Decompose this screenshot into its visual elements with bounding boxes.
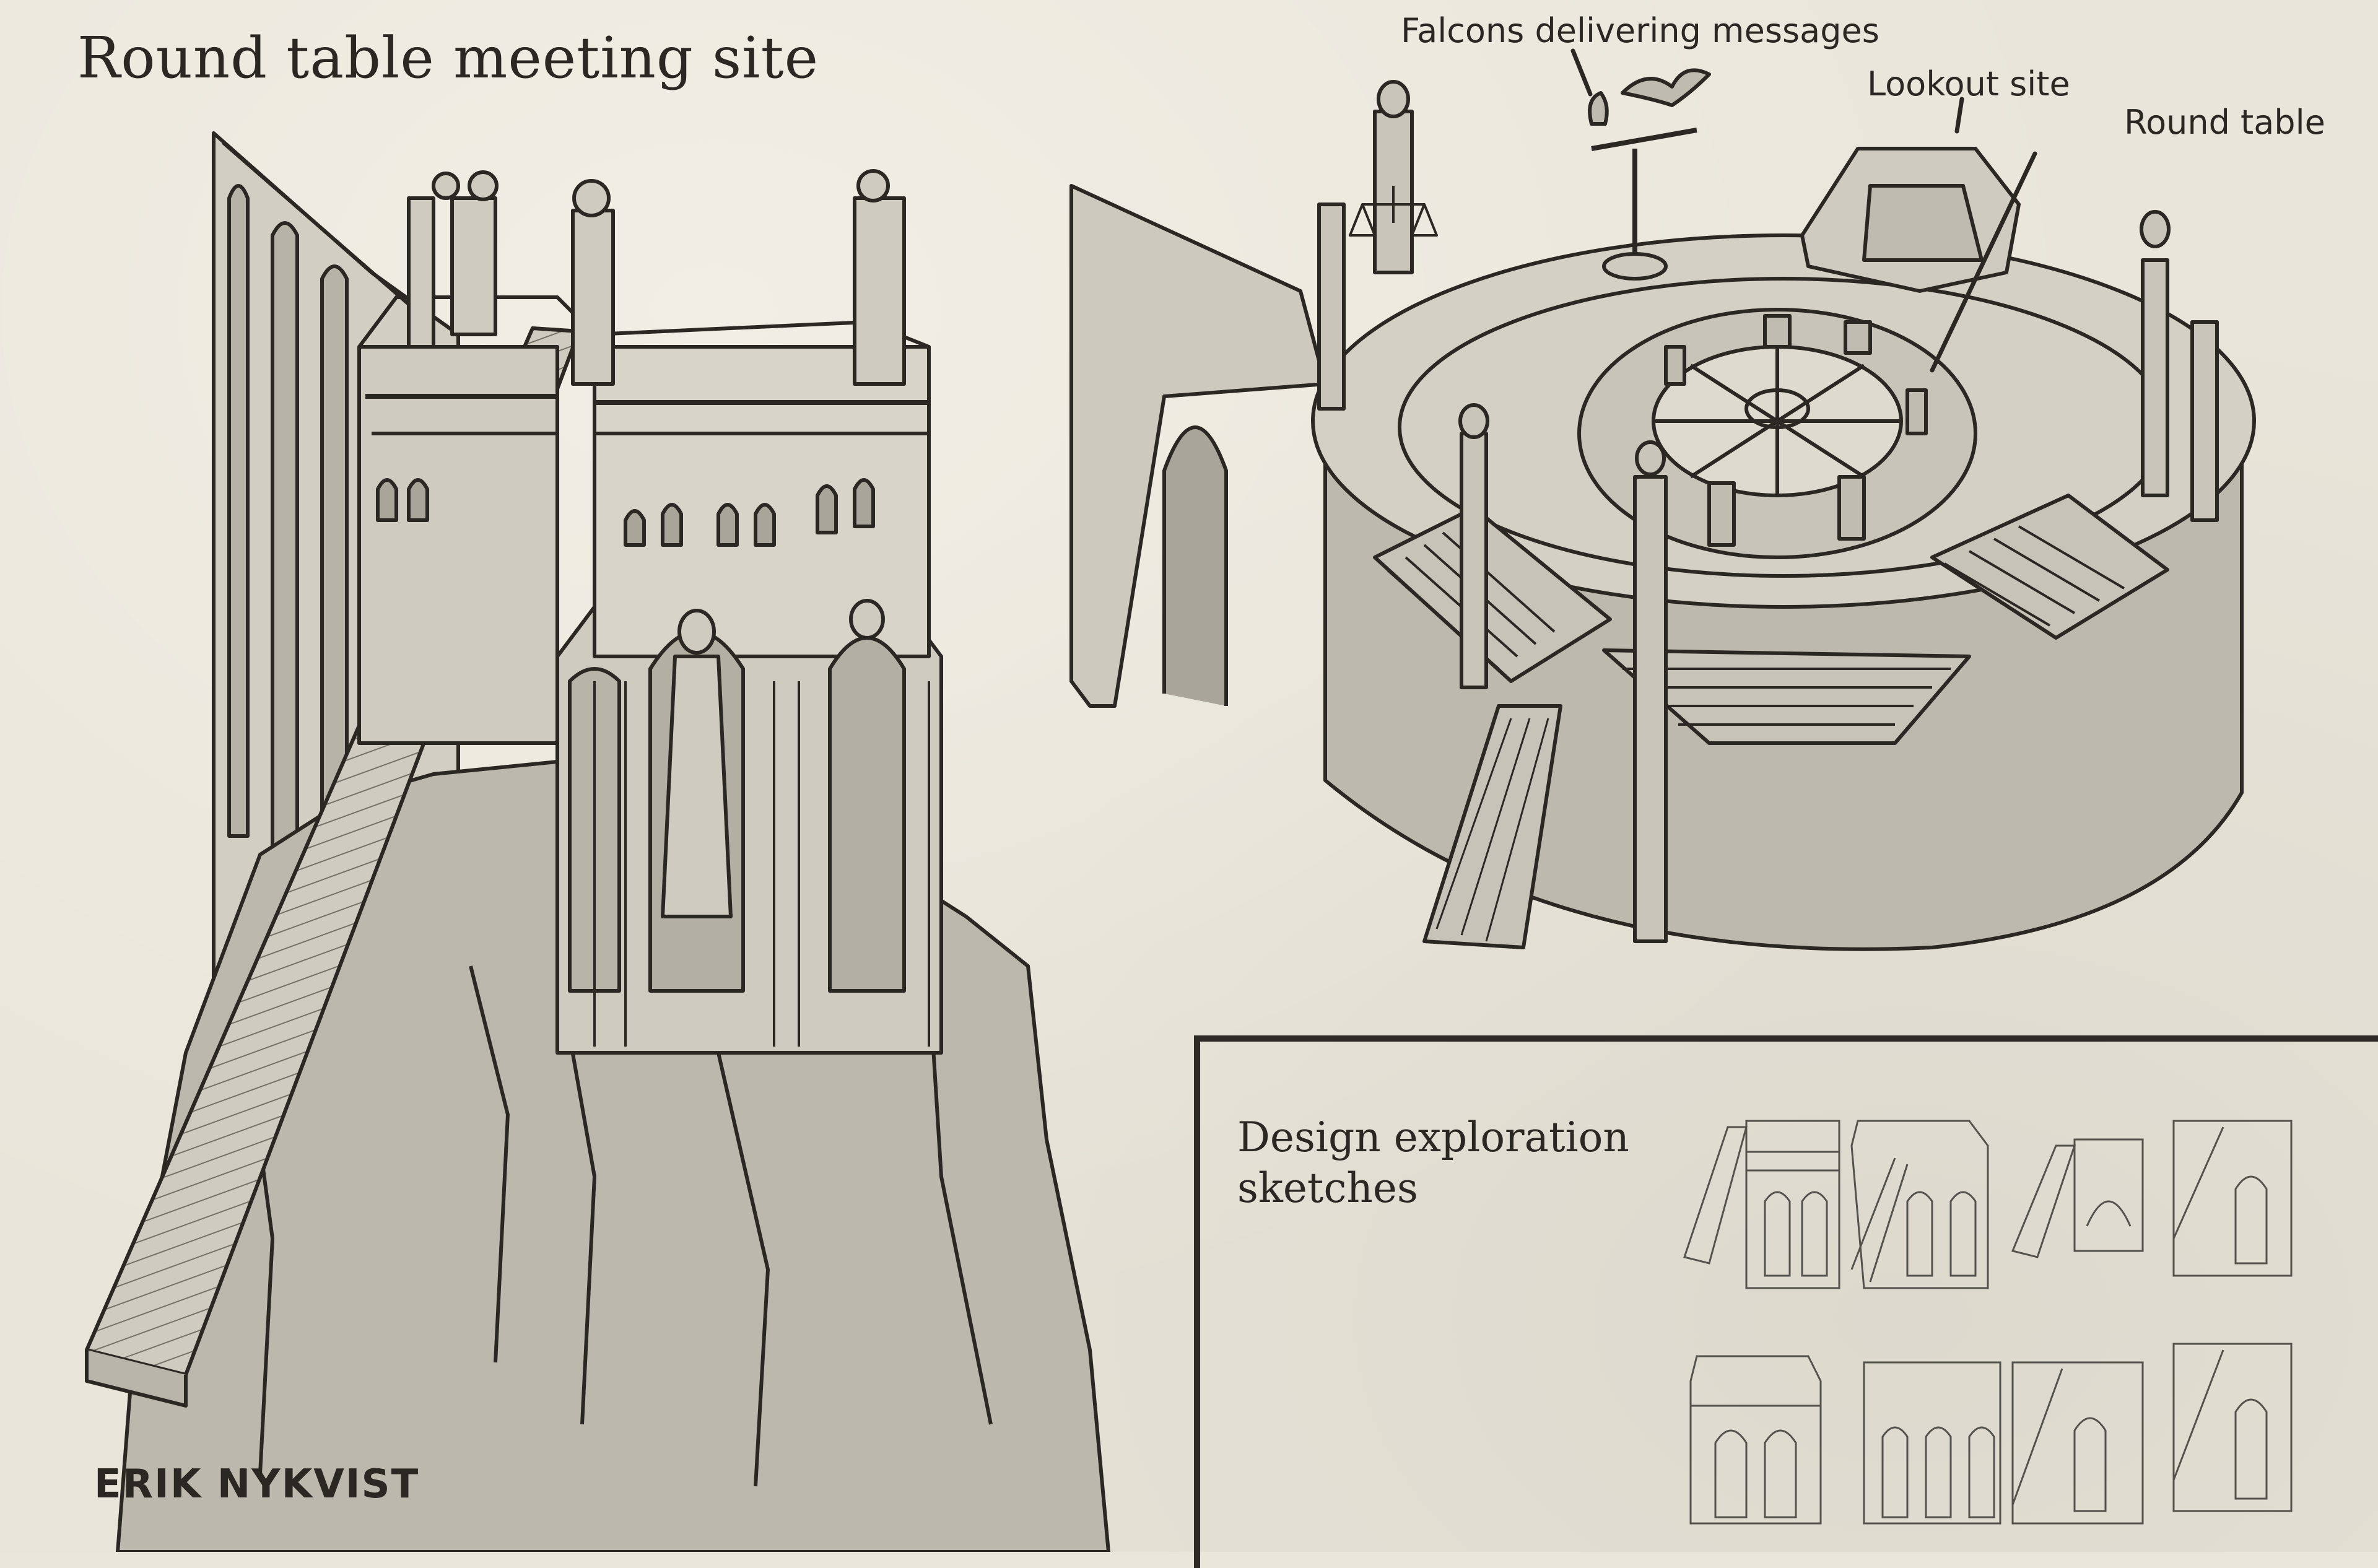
thumbnail-6 bbox=[1863, 1361, 2001, 1525]
exploration-heading: Design exploration sketches bbox=[1237, 1113, 1629, 1212]
tower-cliff-illustration bbox=[85, 131, 1110, 1552]
falcons-leader-line bbox=[1570, 48, 1593, 97]
round-table-leader-line bbox=[1930, 151, 2037, 373]
thumbnail-7 bbox=[2011, 1361, 2144, 1525]
page-title: Round table meeting site bbox=[77, 25, 819, 91]
round-table-platform-illustration bbox=[1069, 68, 2256, 951]
callout-leaders bbox=[1570, 48, 2037, 373]
thumbnail-2 bbox=[1850, 1120, 1989, 1289]
thumbnail-8 bbox=[2172, 1343, 2293, 1512]
thumbnail-4 bbox=[2172, 1120, 2293, 1277]
exploration-thumbnails bbox=[1683, 1120, 2293, 1525]
thumbnail-5 bbox=[1689, 1355, 1822, 1525]
lookout-callout-label: Lookout site bbox=[1867, 64, 2070, 103]
thumbnail-3 bbox=[2011, 1138, 2144, 1258]
exploration-panel bbox=[1194, 1035, 2378, 1568]
round-table-callout-label: Round table bbox=[2124, 103, 2325, 142]
falcons-callout-label: Falcons delivering messages bbox=[1401, 11, 1879, 50]
artist-signature: ERIK NYKVIST bbox=[94, 1461, 420, 1507]
thumbnail-1 bbox=[1683, 1120, 1840, 1289]
lookout-leader-line bbox=[1954, 97, 1964, 134]
